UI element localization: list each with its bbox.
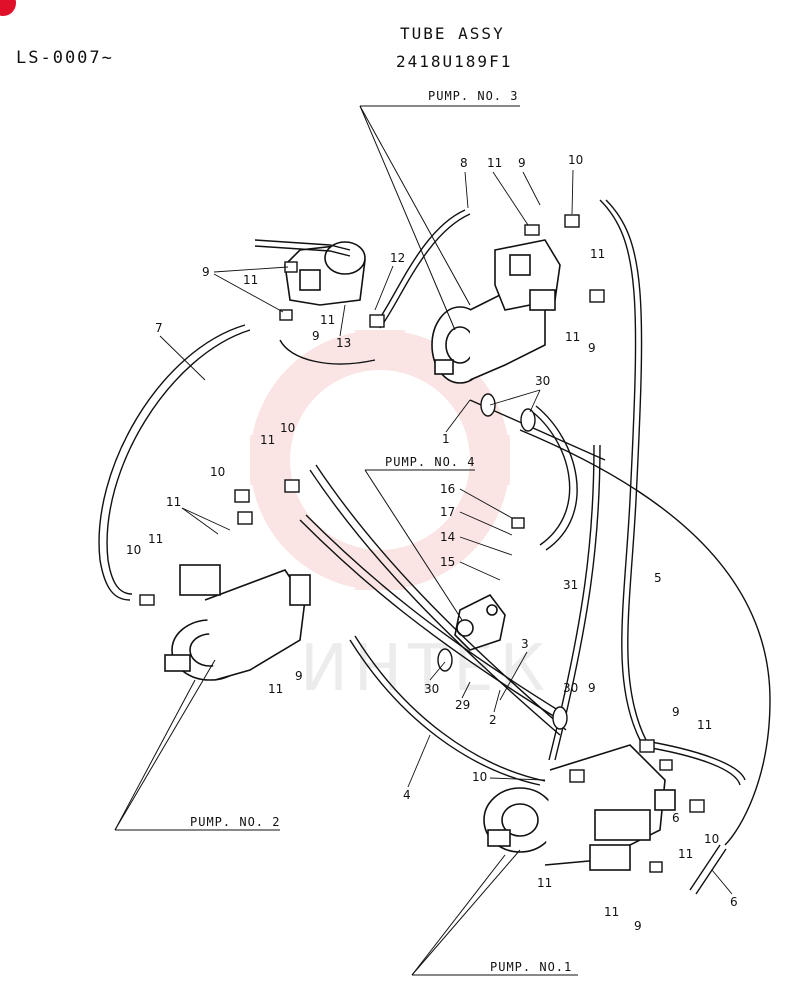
callout: 10 <box>126 543 141 557</box>
callout: 15 <box>440 555 455 569</box>
callouts: 8 11 9 10 9 11 11 12 9 13 11 11 9 7 30 1… <box>126 153 738 933</box>
callout: 11 <box>320 313 335 327</box>
drawing-title: TUBE ASSY <box>400 24 505 43</box>
callout: 9 <box>634 919 642 933</box>
watermark-gear <box>250 330 510 590</box>
callout: 31 <box>563 578 578 592</box>
callout: 17 <box>440 505 455 519</box>
pump-3 <box>431 239 561 384</box>
callout: 9 <box>588 681 596 695</box>
callout: 8 <box>460 156 468 170</box>
callout: 10 <box>704 832 719 846</box>
callout: 11 <box>487 156 502 170</box>
callout: 1 <box>442 432 450 446</box>
callout: 9 <box>672 705 680 719</box>
callout: 10 <box>280 421 295 435</box>
callout: 6 <box>672 811 680 825</box>
callout: 10 <box>472 770 487 784</box>
callout: 9 <box>295 669 303 683</box>
callout: 6 <box>730 895 738 909</box>
clamps <box>437 393 568 730</box>
callout: 11 <box>604 905 619 919</box>
callout: 30 <box>535 374 550 388</box>
callout: 11 <box>243 273 258 287</box>
callout: 7 <box>155 321 163 335</box>
pump-1-label: PUMP. NO.1 <box>490 960 572 974</box>
callout: 16 <box>440 482 455 496</box>
callout: 12 <box>390 251 405 265</box>
callout: 29 <box>455 698 470 712</box>
callout: 14 <box>440 530 455 544</box>
callout: 11 <box>697 718 712 732</box>
callout: 30 <box>424 682 439 696</box>
pump-2-label: PUMP. NO. 2 <box>190 815 280 829</box>
pump-leaders <box>114 105 578 976</box>
callout: 30 <box>563 681 578 695</box>
callout: 11 <box>260 433 275 447</box>
callout: 3 <box>521 637 529 651</box>
callout-leaders <box>159 169 733 895</box>
pump-1 <box>483 744 676 871</box>
pump-4 <box>454 593 506 651</box>
fittings <box>139 214 705 873</box>
corner-badge <box>0 0 16 16</box>
callout: 2 <box>489 713 497 727</box>
callout: 10 <box>210 465 225 479</box>
callout: 11 <box>148 532 163 546</box>
pump-2 <box>164 564 311 681</box>
callout: 5 <box>654 571 662 585</box>
callout: 9 <box>312 329 320 343</box>
callout: 9 <box>518 156 526 170</box>
callout: 11 <box>537 876 552 890</box>
serial-range: LS-0007~ <box>16 48 114 68</box>
tubes <box>98 199 771 895</box>
watermark-text: ИНТЕК <box>300 632 551 706</box>
pump-3-small-unit <box>284 241 366 306</box>
callout: 10 <box>568 153 583 167</box>
callout: 9 <box>588 341 596 355</box>
part-number: 2418U189F1 <box>396 52 513 71</box>
callout: 11 <box>565 330 580 344</box>
pump-3-label: PUMP. NO. 3 <box>428 89 518 103</box>
callout: 11 <box>678 847 693 861</box>
callout: 11 <box>166 495 181 509</box>
callout: 13 <box>336 336 351 350</box>
callout: 9 <box>202 265 210 279</box>
callout: 11 <box>268 682 283 696</box>
pump-4-label: PUMP. NO. 4 <box>385 455 475 469</box>
callout: 4 <box>403 788 411 802</box>
callout: 11 <box>590 247 605 261</box>
